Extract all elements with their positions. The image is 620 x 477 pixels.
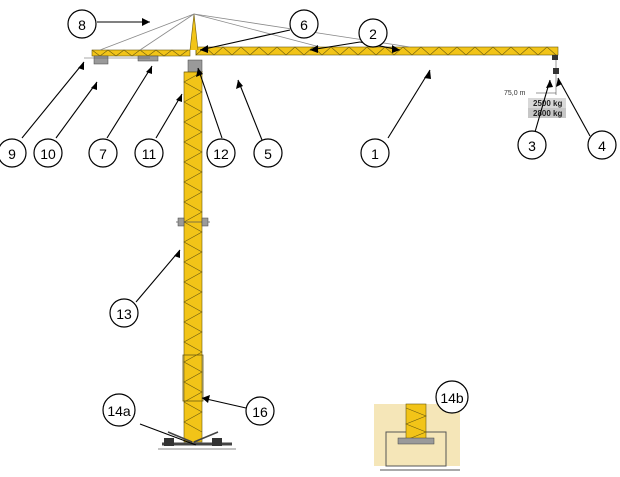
callout-label: 6 [300, 17, 308, 33]
callout-3: 3 [517, 130, 547, 160]
crane-base [158, 431, 236, 450]
callout-label: 16 [252, 404, 268, 420]
callout-circle [253, 138, 283, 168]
callout-label: 1 [371, 146, 379, 162]
callout-circle [109, 298, 139, 328]
callout-label: 2 [369, 26, 377, 42]
callout-6: 6 [289, 9, 319, 39]
callout-label: 7 [99, 146, 107, 162]
callout-12: 12 [206, 138, 236, 168]
callout-circle [33, 138, 63, 168]
callout-2: 2 [358, 18, 388, 48]
callout-9: 9 [0, 138, 27, 168]
jib-length-measure: 75,0 m [504, 90, 556, 97]
operator-cab [187, 59, 203, 73]
callout-11: 11 [134, 138, 164, 168]
callout-label: 4 [598, 138, 606, 154]
callout-circle [102, 393, 136, 427]
callout-label: 5 [264, 146, 272, 162]
leader-lines [21, 21, 591, 446]
load-value-2: 2800 kg [533, 109, 562, 118]
callout-circle [435, 380, 469, 414]
callout-13: 13 [109, 298, 139, 328]
load-table: 2500 kg 2800 kg [528, 98, 566, 118]
callout-10: 10 [33, 138, 63, 168]
callout-label: 14a [107, 403, 131, 419]
callout-7: 7 [88, 138, 118, 168]
hoist-winch [137, 55, 159, 62]
jib [195, 46, 559, 60]
callout-label: 10 [40, 146, 56, 162]
callout-circle [134, 138, 164, 168]
counterweight [93, 55, 109, 65]
callout-circle [88, 138, 118, 168]
callout-circle [587, 130, 617, 160]
callout-label: 13 [116, 306, 132, 322]
callout-circle [67, 9, 97, 39]
hook-block [553, 60, 559, 95]
callout-circle [245, 396, 275, 426]
callout-5: 5 [253, 138, 283, 168]
callout-label: 11 [142, 146, 157, 162]
callout-label: 14b [440, 390, 464, 406]
callout-14a: 14a [102, 393, 136, 427]
callout-circle [0, 138, 27, 168]
callout-8: 8 [67, 9, 97, 39]
callout-16: 16 [245, 396, 275, 426]
callout-label: 8 [78, 17, 86, 33]
callout-14b: 14b [435, 380, 469, 414]
foundation-inset [374, 403, 460, 471]
counter-jib [84, 49, 191, 65]
load-value-1: 2500 kg [533, 99, 562, 108]
callout-circle [206, 138, 236, 168]
callout-1: 1 [360, 138, 390, 168]
callout-label: 3 [528, 138, 536, 154]
callout-circle [358, 18, 388, 48]
callout-circle [289, 9, 319, 39]
tower-mast [176, 71, 210, 443]
callout-circle [517, 130, 547, 160]
callout-4: 4 [587, 130, 617, 160]
callout-circle [360, 138, 390, 168]
callout-label: 9 [8, 146, 16, 162]
arrowheads [78, 18, 562, 403]
callout-label: 12 [213, 146, 229, 162]
jib-length-label: 75,0 m [504, 90, 526, 97]
